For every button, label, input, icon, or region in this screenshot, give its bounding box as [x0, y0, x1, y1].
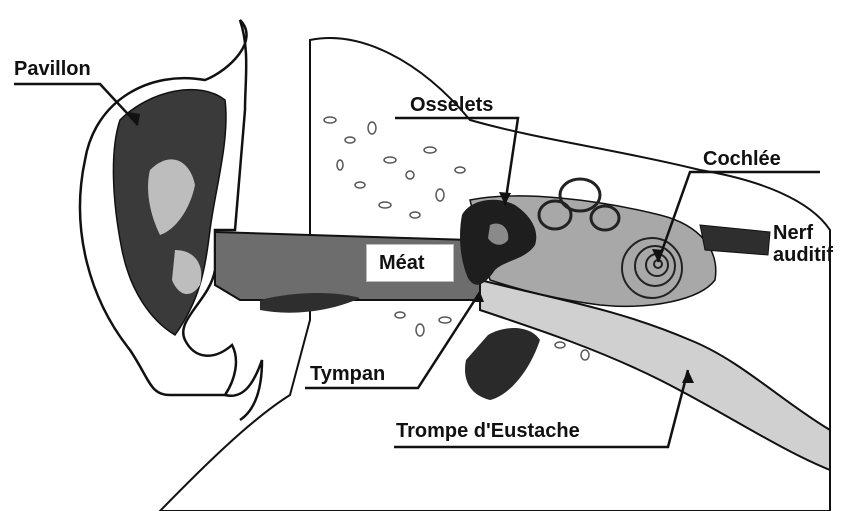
- label-nerf-line1: Nerf: [773, 222, 833, 244]
- label-cochlee: Cochlée: [703, 148, 781, 170]
- label-nerf-auditif: Nerf auditif: [773, 222, 833, 266]
- label-pavillon: Pavillon: [14, 58, 91, 80]
- label-nerf-line2: auditif: [773, 244, 833, 266]
- label-osselets: Osselets: [410, 94, 493, 116]
- label-trompe-eustache: Trompe d'Eustache: [396, 420, 580, 442]
- label-tympan: Tympan: [310, 363, 385, 385]
- label-meat: Méat: [379, 252, 425, 274]
